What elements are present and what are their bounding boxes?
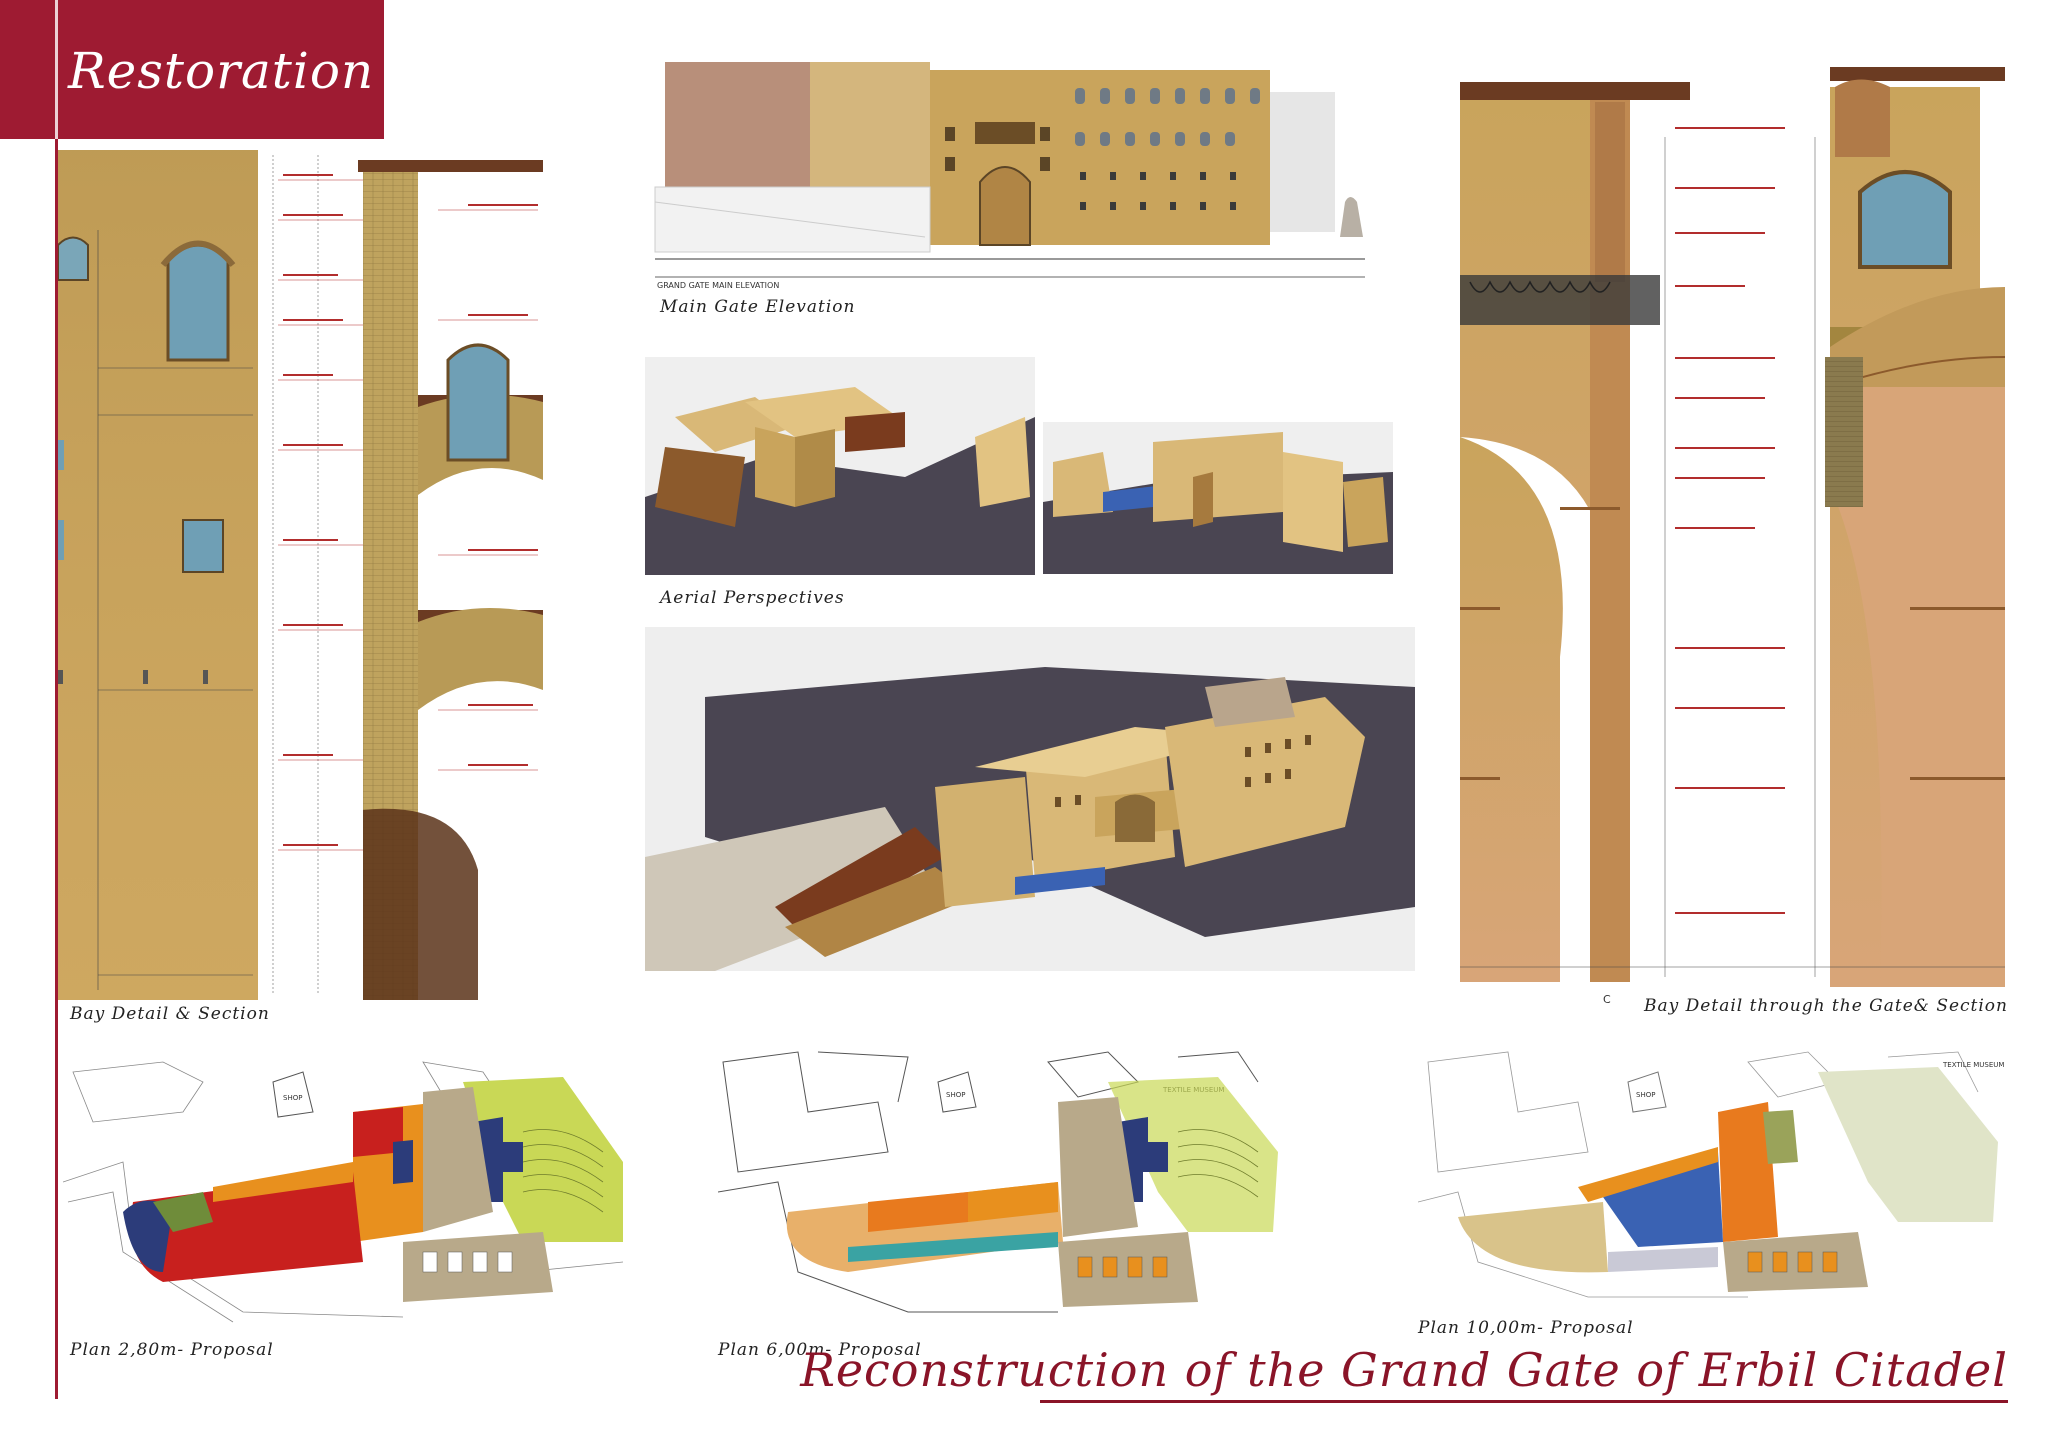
left-margin-rule xyxy=(55,139,58,1399)
caption-main-gate-elevation: Main Gate Elevation xyxy=(660,297,856,317)
shop-label-3: SHOP xyxy=(1636,1091,1655,1099)
caption-bay-detail-section: Bay Detail & Section xyxy=(70,1004,270,1024)
main-gate-elevation-drawing: GRAND GATE MAIN ELEVATION xyxy=(645,52,1390,292)
plan-6-00m-drawing: SHOP TEXTILE MUSEUM xyxy=(718,1042,1283,1332)
textile-museum-label-3: TEXTILE MUSEUM xyxy=(1942,1061,2004,1069)
bay-detail-gate-section-drawing xyxy=(1460,57,2005,987)
caption-plan-10-00m: Plan 10,00m- Proposal xyxy=(1418,1318,1634,1338)
grand-gate-main-elevation-label: GRAND GATE MAIN ELEVATION xyxy=(657,281,779,290)
header-band xyxy=(0,0,384,139)
plan-2-80m-drawing: SHOP TEXTILE MUSEUM xyxy=(63,1042,628,1332)
caption-plan-2-80m: Plan 2,80m- Proposal xyxy=(70,1340,274,1360)
aerial-perspective-3 xyxy=(645,627,1415,971)
bay-detail-section-drawing xyxy=(58,150,543,1000)
aerial-perspective-2 xyxy=(1043,422,1393,574)
caption-aerial-perspectives: Aerial Perspectives xyxy=(660,588,845,608)
shop-label-2: SHOP xyxy=(946,1091,965,1099)
header-divider xyxy=(55,0,58,139)
aerial-perspective-1 xyxy=(645,357,1035,575)
main-title: Reconstruction of the Grand Gate of Erbi… xyxy=(800,1343,2008,1397)
title-underline xyxy=(1040,1400,2008,1403)
section-marker-c: C xyxy=(1603,993,1611,1006)
caption-bay-detail-gate-section: Bay Detail through the Gate& Section xyxy=(1644,996,2008,1016)
shop-label-1: SHOP xyxy=(283,1094,302,1102)
plan-10-00m-drawing: SHOP TEXTILE MUSEUM xyxy=(1418,1042,2008,1327)
page-title: Restoration xyxy=(68,42,375,100)
caption-plan-6-00m: Plan 6,00m- Proposal xyxy=(718,1340,922,1360)
